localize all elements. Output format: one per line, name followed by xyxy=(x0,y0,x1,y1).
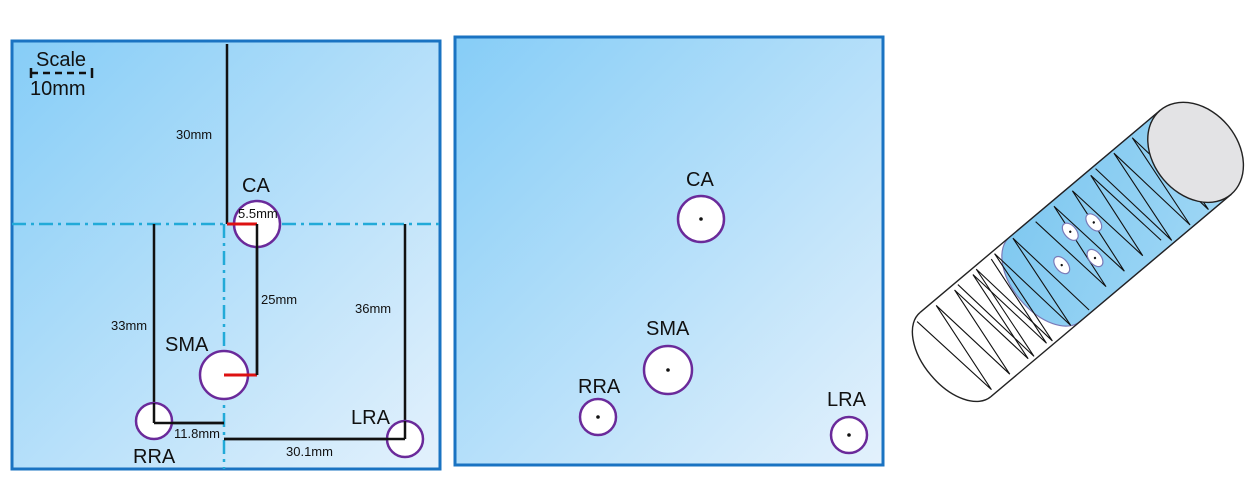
ca-radius-measurement: 5.5mm xyxy=(238,206,278,221)
rra-center-dot xyxy=(596,415,600,419)
rra-layout-label: RRA xyxy=(578,376,621,398)
ca-label: CA xyxy=(242,175,270,197)
layout-panel-background xyxy=(453,35,885,467)
graft-end-cap xyxy=(1147,101,1245,204)
scale-title: Scale xyxy=(36,49,86,71)
sma-center-dot xyxy=(666,368,670,372)
sma-layout-label: SMA xyxy=(646,318,690,340)
lra-center-dot xyxy=(847,433,851,437)
ca-layout-label: CA xyxy=(686,169,714,191)
rra-horizontal-measurement: 11.8mm xyxy=(174,426,220,441)
scale-bar: Scale 10mm xyxy=(29,49,94,100)
rra-label: RRA xyxy=(133,446,176,468)
lra-layout-label: LRA xyxy=(827,389,867,411)
ca-center-dot xyxy=(699,217,703,221)
rra-vertical-measurement: 33mm xyxy=(111,318,147,333)
scale-value: 10mm xyxy=(30,78,86,100)
ca-to-sma-measurement: 25mm xyxy=(261,292,297,307)
measurement-panel: Scale 10mm CA SMA RRA LRA 30mm xyxy=(10,39,442,471)
fenestration-layout-panel: CA SMA RRA LRA xyxy=(453,35,885,467)
lra-vertical-measurement: 36mm xyxy=(355,301,391,316)
stent-graft-illustration xyxy=(911,101,1245,403)
sma-label: SMA xyxy=(165,334,209,356)
lra-label: LRA xyxy=(351,407,391,429)
top-measurement: 30mm xyxy=(176,127,212,142)
lra-horizontal-measurement: 30.1mm xyxy=(286,444,333,459)
graft-fenestrations xyxy=(1053,213,1104,275)
